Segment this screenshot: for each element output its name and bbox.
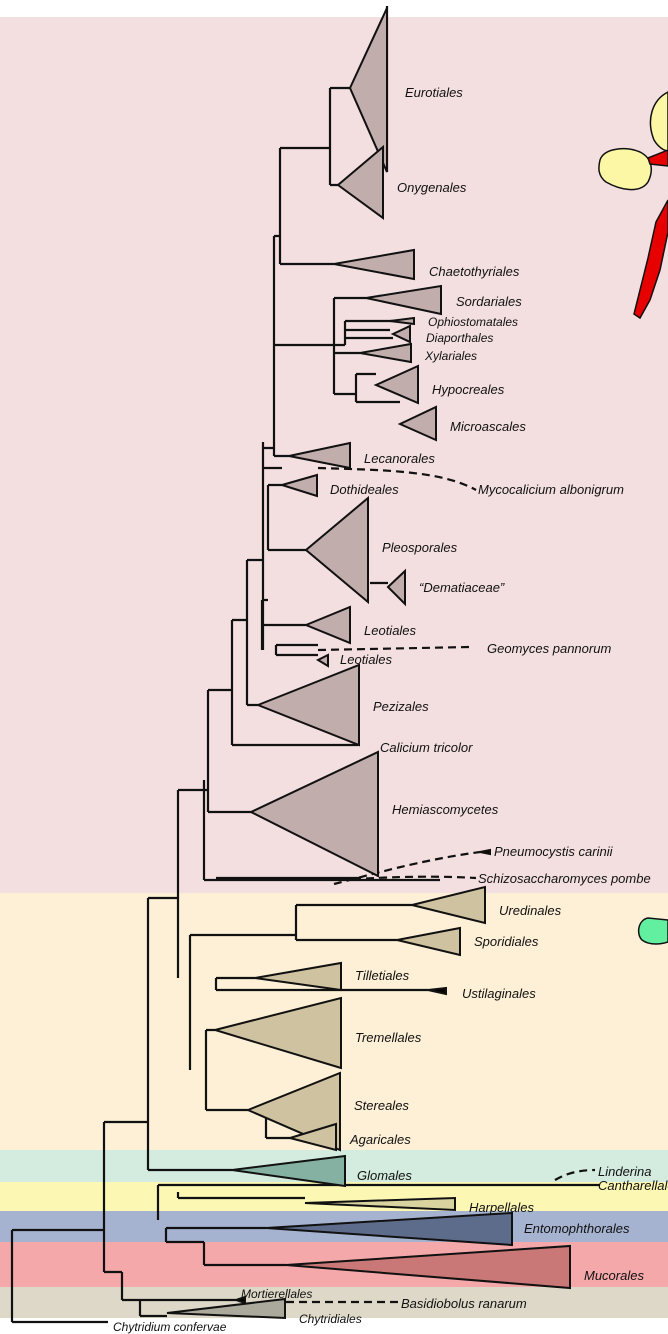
label-schizosaccharomyces: Schizosaccharomyces pombe: [478, 871, 651, 886]
label-lecanorales: Lecanorales: [364, 451, 435, 466]
label-geomyces: Geomyces pannorum: [487, 641, 611, 656]
label-leotiales-2: Leotiales: [340, 652, 393, 667]
label-stereales: Stereales: [354, 1098, 409, 1113]
label-sporidiales: Sporidiales: [474, 934, 539, 949]
label-mucorales: Mucorales: [584, 1268, 644, 1283]
label-pezizales: Pezizales: [373, 699, 429, 714]
label-glomales: Glomales: [357, 1168, 412, 1183]
label-agaricales: Agaricales: [349, 1132, 411, 1147]
label-tilletiales: Tilletiales: [355, 968, 410, 983]
label-cantharellales: Cantharellales: [598, 1178, 668, 1193]
label-basidiobolus: Basidiobolus ranarum: [401, 1296, 527, 1311]
label-mortierellales: Mortierellales: [241, 1287, 312, 1301]
label-entomophthorales: Entomophthorales: [524, 1221, 630, 1236]
hypha-icon-green: [639, 918, 668, 944]
label-diaporthales: Diaporthales: [426, 331, 493, 345]
label-calicium: Calicium tricolor: [380, 740, 473, 755]
label-onygenales: Onygenales: [397, 180, 467, 195]
label-leotiales-1: Leotiales: [364, 623, 417, 638]
label-uredinales: Uredinales: [499, 903, 562, 918]
label-linderina: Linderina: [598, 1164, 652, 1179]
label-pleosporales: Pleosporales: [382, 540, 458, 555]
label-pneumocystis: Pneumocystis carinii: [494, 844, 614, 859]
label-dothideales: Dothideales: [330, 482, 399, 497]
label-mycocalicium: Mycocalicium albonigrum: [478, 482, 624, 497]
label-ophiostomatales: Ophiostomatales: [428, 315, 518, 329]
label-microascales: Microascales: [450, 419, 526, 434]
label-hemiascomycetes: Hemiascomycetes: [392, 802, 499, 817]
label-xylariales: Xylariales: [424, 349, 477, 363]
harpellales-band: [0, 1182, 668, 1211]
label-hypocreales: Hypocreales: [432, 382, 505, 397]
label-harpellales: Harpellales: [469, 1200, 535, 1215]
label-chytridiales: Chytridiales: [299, 1312, 362, 1326]
label-dematiaceae: “Dematiaceae”: [419, 580, 505, 595]
label-sordariales: Sordariales: [456, 294, 522, 309]
label-eurotiales: Eurotiales: [405, 85, 463, 100]
label-ustilaginales: Ustilaginales: [462, 986, 536, 1001]
label-chytridium: Chytridium confervae: [113, 1320, 227, 1334]
label-chaetothyriales: Chaetothyriales: [429, 264, 520, 279]
label-tremellales: Tremellales: [355, 1030, 422, 1045]
